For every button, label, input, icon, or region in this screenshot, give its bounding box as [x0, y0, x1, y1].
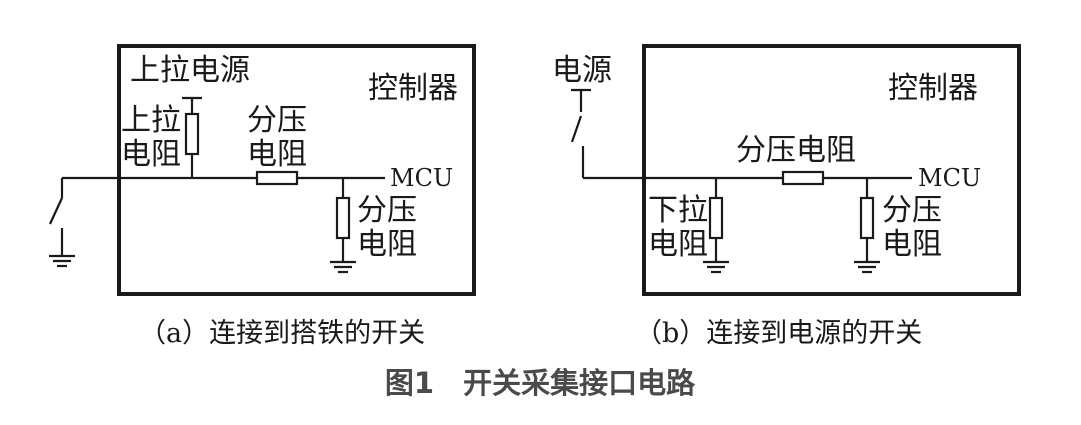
divider-resistor-b	[781, 170, 825, 186]
ground-symbol-b2	[854, 260, 880, 274]
divider-resistor2-label-2-b: 电阻	[882, 227, 942, 262]
caption-b: （b）连接到电源的开关	[635, 318, 922, 349]
pullup-resistor-a	[184, 112, 200, 156]
controller-box-a	[117, 44, 476, 296]
divider-resistor-label-b: 分压电阻	[736, 133, 856, 168]
switch-blade-b	[570, 115, 583, 143]
ground-symbol-a1	[49, 254, 75, 268]
pulldown-resistor-label-1-b: 下拉	[648, 193, 708, 228]
panel-a: 上拉电源 控制器 上拉 电阻 分压 电阻 MCU 分压 电阻 （a）连接到搭铁的…	[49, 44, 476, 349]
pullup-resistor-label-2-a: 电阻	[121, 137, 181, 172]
divider-resistor2-label-1-b: 分压	[882, 193, 942, 228]
divider-resistor-label-2-a: 电阻	[247, 137, 307, 172]
controller-label-a: 控制器	[368, 71, 458, 106]
panel-b: 电源 控制器 分压电阻 MCU 下拉	[552, 44, 1021, 349]
pulldown-resistor-b	[708, 196, 724, 240]
pulldown-resistor-label-2-b: 电阻	[648, 227, 708, 262]
divider-resistor2-label-1-a: 分压	[357, 193, 417, 228]
power-label-b: 电源	[552, 53, 612, 88]
controller-label-b: 控制器	[888, 71, 978, 106]
pullup-power-label-a: 上拉电源	[130, 53, 250, 88]
divider-resistor-a	[255, 170, 299, 186]
pullup-resistor-label-1-a: 上拉	[121, 103, 181, 138]
caption-a: （a）连接到搭铁的开关	[139, 318, 425, 349]
controller-box-b	[642, 44, 1021, 296]
ground-symbol-b1	[703, 260, 729, 274]
mcu-label-b: MCU	[918, 164, 981, 192]
figure-title: 图1 开关采集接口电路	[385, 366, 696, 400]
divider-resistor2-a	[335, 196, 351, 240]
ground-symbol-a2	[330, 260, 356, 274]
mcu-label-a: MCU	[390, 164, 453, 192]
divider-resistor2-label-2-a: 电阻	[357, 227, 417, 262]
divider-resistor2-b	[859, 196, 875, 240]
switch-blade-a	[49, 197, 63, 225]
divider-resistor-label-1-a: 分压	[247, 103, 307, 138]
